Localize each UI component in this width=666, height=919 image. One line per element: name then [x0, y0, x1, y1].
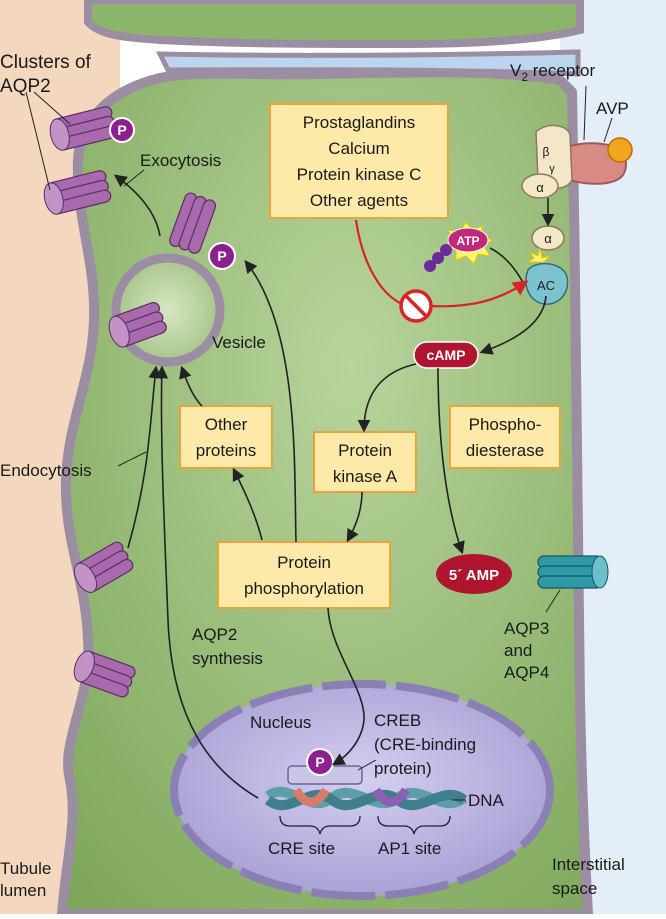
camp-label: cAMP [427, 347, 466, 363]
cluster-pointer-lower [25, 91, 51, 191]
v2-receptor-icon [521, 124, 633, 199]
creb-label-line1: CREB [374, 711, 421, 730]
beta-label: β [543, 145, 550, 159]
camp-to-five-amp-arrow [437, 367, 465, 555]
exocytosis-label: Exocytosis [140, 151, 221, 170]
five-amp-oval [436, 554, 512, 594]
cluster-pointer-upper [33, 91, 71, 125]
creb-label-line3: protein) [374, 759, 432, 778]
phosphorylation-line2: phosphorylation [244, 579, 364, 598]
atp-icon [424, 221, 494, 272]
dna-helix-icon [264, 786, 468, 811]
phosphate-icon [109, 117, 334, 776]
clusters-label-line2: AQP2 [0, 76, 51, 97]
phosphorylation-line1: Protein [277, 553, 331, 572]
endocytosis-label: Endocytosis [0, 461, 92, 480]
aqp3-aqp4-channel-icon [537, 555, 609, 589]
vesicle-label: Vesicle [212, 333, 266, 352]
pka-to-phosphorylation-arrow [346, 491, 363, 543]
cre-brace [279, 815, 361, 835]
dna-label: DNA [468, 791, 505, 810]
agents-line2: Calcium [328, 139, 389, 158]
pka-line2: kinase A [333, 467, 398, 486]
aqp3-pointer [545, 589, 561, 613]
gamma-label: γ [549, 163, 555, 175]
other-proteins-box [179, 405, 273, 469]
ap1-brace [377, 815, 451, 835]
junction-gap [155, 49, 581, 77]
inhibit-icon [399, 289, 433, 323]
pka-line1: Protein [338, 441, 392, 460]
phosphodiesterase-line1: Phospho- [469, 415, 542, 434]
agents-line1: Prostaglandins [303, 113, 415, 132]
aqp2-channel-icon [43, 106, 217, 698]
creb-label-line2: (CRE-binding [374, 735, 476, 754]
exocytosis-arrow [113, 174, 161, 237]
tubule-lumen-label-line2: lumen [0, 881, 46, 900]
ap1-site-label: AP1 site [378, 839, 441, 858]
aqp3-label-line3: AQP4 [504, 663, 549, 682]
interstitial-label-line2: space [552, 879, 597, 898]
endocytosis-arrow [127, 365, 162, 549]
phosphodiesterase-line2: diesterase [466, 441, 544, 460]
aqp2-synthesis-arrow [155, 365, 259, 799]
phosphate-label-membrane: P [117, 122, 126, 138]
inhibit-to-ac-arrow [431, 280, 529, 308]
other-proteins-to-vesicle-arrow [179, 365, 203, 407]
ac-to-camp-arrow [479, 295, 547, 355]
endocytosis-pointer [117, 451, 147, 467]
v2-receptor-label: V2 receptor [510, 61, 595, 84]
activation-spark [526, 247, 552, 263]
atp-label: ATP [456, 234, 479, 248]
phosphorylation-to-other-proteins-arrow [232, 467, 263, 541]
agents-box [269, 103, 449, 219]
avp-label: AVP [596, 99, 629, 118]
nucleus [170, 680, 554, 900]
phosphate-label-creb: P [315, 754, 324, 770]
interstitial-label-line1: Interstitial [552, 855, 625, 874]
alpha-label-receptor: α [536, 180, 544, 195]
phosphodiesterase-box [449, 405, 561, 469]
other-proteins-line2: proteins [196, 441, 256, 460]
other-proteins-line1: Other [205, 415, 248, 434]
cre-site-label: CRE site [268, 839, 335, 858]
agents-line4: Other agents [310, 191, 408, 210]
v2-pointer [583, 85, 587, 141]
ac-label: AC [537, 278, 555, 293]
avp-ligand [607, 137, 633, 163]
camp-pill [413, 341, 479, 369]
avp-pointer [603, 117, 613, 143]
tubule-lumen-label-line1: Tubule [0, 859, 51, 878]
agents-inhibit-line [354, 219, 403, 306]
phosphorylation-to-creb-arrow [327, 607, 365, 766]
nucleus-label: Nucleus [250, 713, 311, 732]
aqp3-label-line1: AQP3 [504, 619, 549, 638]
phosphorylation-to-vesicle-arrow [244, 259, 297, 543]
exocytosis-pointer [123, 169, 145, 187]
protein-phosphorylation-box [217, 541, 391, 609]
creb-pointer [357, 759, 377, 771]
five-amp-label: 5´ AMP [449, 567, 499, 584]
neighbor-cell [84, 0, 584, 49]
aqp2-synthesis-label-line2: synthesis [192, 649, 263, 668]
alpha-label-cyclase: α [544, 231, 552, 246]
aqp3-label-line2: and [504, 641, 532, 660]
aqp2-synthesis-label-line1: AQP2 [192, 625, 237, 644]
camp-to-pka-arrow [357, 363, 417, 433]
phosphate-label-vesicle: P [217, 248, 226, 264]
clusters-label-line1: Clusters of [0, 52, 92, 73]
agents-line3: Protein kinase C [297, 165, 422, 184]
